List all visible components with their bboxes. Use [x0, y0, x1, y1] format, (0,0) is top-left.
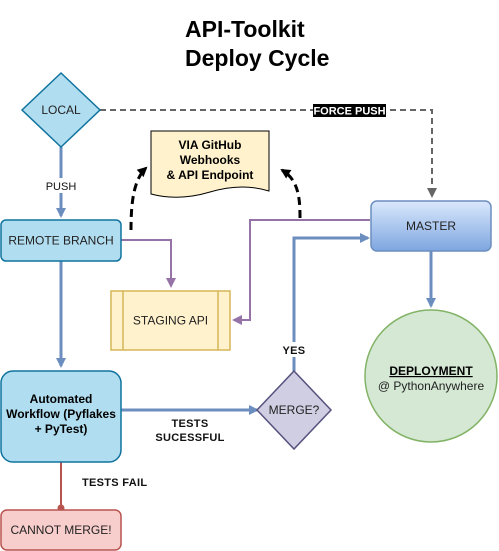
- force-push-label-bg: [313, 104, 386, 117]
- tests-successful-label-line-2: SUCESSFUL: [155, 432, 224, 444]
- edge-master-to-webhooks: [280, 168, 302, 219]
- webhooks-label-line-3: & API Endpoint: [167, 168, 254, 182]
- tests-fail-label: TESTS FAIL: [82, 477, 147, 489]
- remote-branch-label: REMOTE BRANCH: [8, 234, 113, 248]
- master-node[interactable]: [370, 200, 492, 252]
- title-line-2: Deploy Cycle: [185, 45, 329, 71]
- staging-api-label: STAGING API: [133, 314, 208, 328]
- staging-api-node[interactable]: [110, 290, 231, 351]
- deployment-host-label: @ PythonAnywhere: [378, 379, 485, 393]
- merge-label: MERGE?: [269, 403, 320, 417]
- webhooks-label-line-1: VIA GitHub: [179, 138, 242, 152]
- edge-remote-to-staging: [121, 239, 176, 288]
- deployment-label: DEPLOYMENT: [389, 364, 473, 378]
- cannot-merge-node[interactable]: [0, 509, 122, 551]
- webhooks-label-line-2: Webhooks: [180, 153, 241, 167]
- force-push-label: FORCE PUSH: [313, 106, 385, 118]
- automated-workflow-node[interactable]: [0, 370, 122, 463]
- master-label: MASTER: [406, 219, 456, 233]
- automated-workflow-label-line-1: Automated: [30, 392, 93, 406]
- edge-master-to-staging: [232, 219, 370, 325]
- push-label: PUSH: [46, 181, 77, 193]
- cannot-merge-label: CANNOT MERGE!: [10, 523, 111, 537]
- local-node[interactable]: [20, 71, 102, 149]
- yes-label: YES: [283, 345, 306, 357]
- deployment-node[interactable]: [364, 309, 498, 443]
- merge-node[interactable]: [255, 369, 333, 451]
- edge-merge-yes: [292, 233, 370, 371]
- yes-label-bg: [280, 342, 308, 357]
- automated-workflow-label-line-3: + PyTest): [35, 422, 88, 436]
- webhooks-node[interactable]: [150, 130, 270, 198]
- remote-branch-node[interactable]: [0, 219, 122, 262]
- title-line-1: API-Toolkit: [185, 16, 305, 42]
- edge-force-push: [100, 109, 437, 198]
- automated-workflow-label-line-2: Workflow (Pyflakes: [6, 407, 116, 421]
- edge-remote-to-webhooks: [129, 166, 148, 231]
- tests-successful-label-line-1: TESTS: [172, 418, 209, 430]
- push-label-bg: [42, 178, 80, 193]
- local-label: LOCAL: [41, 103, 81, 117]
